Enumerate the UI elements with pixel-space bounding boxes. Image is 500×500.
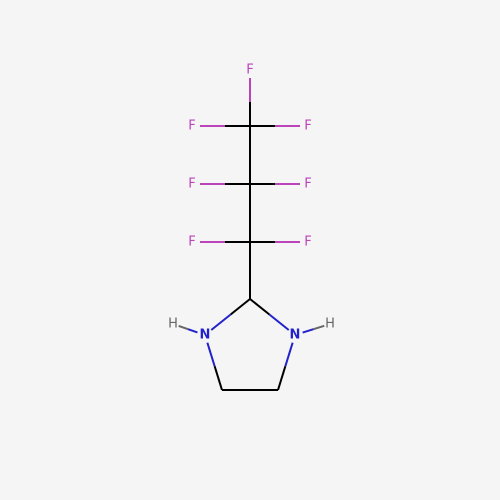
bond-c4-n2-half-1 — [249, 298, 271, 316]
atom-label-n2: N — [290, 328, 301, 343]
bond-n1-h1-half-1 — [187, 328, 198, 334]
bond-n2-h2-half-2 — [313, 324, 325, 331]
bond-c6-n2-half-1 — [277, 366, 287, 391]
atom-label-f4: F — [188, 177, 195, 192]
atom-label-f6: F — [188, 235, 195, 250]
atom-label-f5: F — [304, 177, 311, 192]
bond-c6-n2-half-2 — [284, 342, 294, 367]
bond-c4-n1-half-2 — [210, 313, 232, 331]
bonds-group — [178, 78, 325, 391]
bond-n1-h1-half-2 — [178, 325, 189, 331]
atom-label-f1: F — [246, 63, 253, 78]
atom-label-h1: H — [168, 317, 178, 332]
atom-label-f7: F — [304, 235, 311, 250]
atom-labels-group: F F F F F F F N H N H — [168, 63, 335, 343]
bond-n1-c5-half-2 — [213, 366, 223, 391]
atom-label-f3: F — [304, 119, 311, 134]
atom-label-f2: F — [188, 119, 195, 134]
atom-label-h2: H — [325, 317, 335, 332]
bond-n1-c5-half-1 — [206, 342, 216, 367]
bond-c4-n1-half-1 — [229, 298, 251, 316]
bond-c4-n2-half-2 — [268, 313, 290, 331]
bond-n2-h2-half-1 — [302, 328, 314, 334]
atom-label-n1: N — [200, 328, 211, 343]
